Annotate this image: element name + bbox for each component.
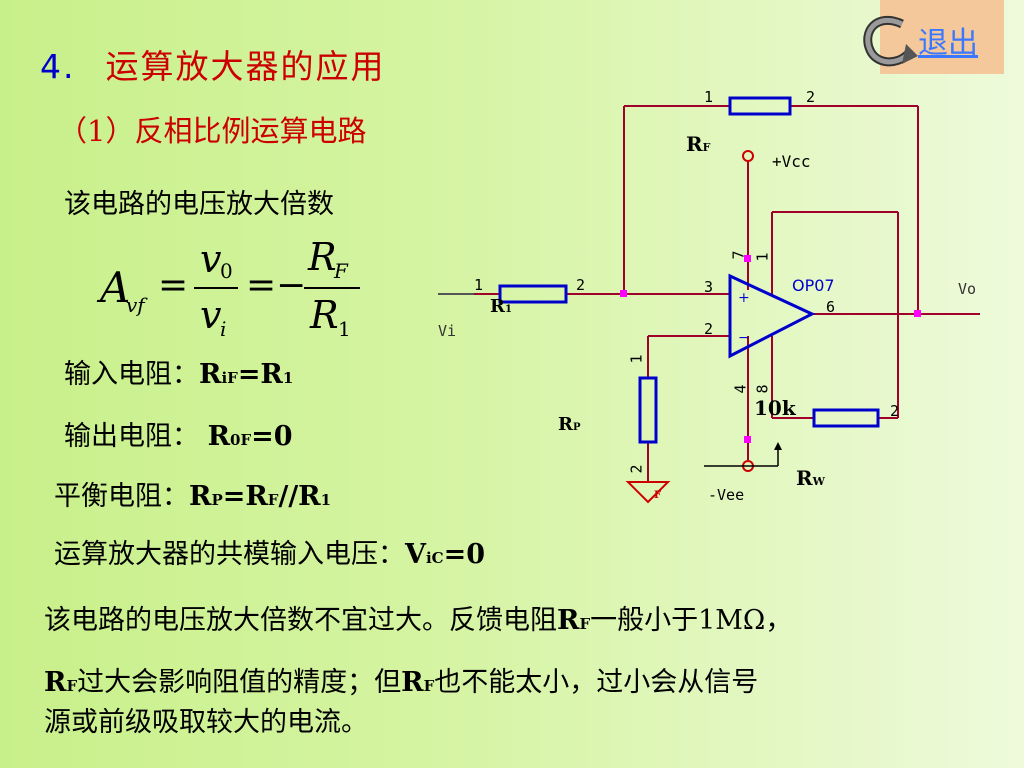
pin7-label: 7 <box>729 250 748 260</box>
section-number: 4. <box>40 47 76 86</box>
vee-label: -Vee <box>708 486 745 504</box>
page-title: 4. 运算放大器的应用 <box>40 40 386 88</box>
gnd-mark: F <box>654 490 662 501</box>
inverting-sign: − <box>738 330 750 346</box>
subtitle: （1）反相比例运算电路 <box>58 114 367 148</box>
exit-link[interactable]: 退出 <box>918 26 978 61</box>
rf-label: RF <box>686 132 711 156</box>
paragraph-line-3: 源或前级吸取较大的电流。 <box>44 707 368 738</box>
rw-label: RW <box>796 466 825 490</box>
r1-pin2-label: 2 <box>576 276 586 294</box>
paragraph-line-2: RF过大会影响阻值的精度；但RF也不能太小，过小会从信号 <box>44 667 759 698</box>
section-title: 运算放大器的应用 <box>105 47 386 86</box>
output-resistance: 输出电阻： R0F=0 <box>64 421 293 452</box>
pot-value-label: 10k <box>754 396 796 420</box>
vi-label: Vi <box>438 322 457 340</box>
opamp-name: OP07 <box>792 276 835 295</box>
paragraph-line-1: 该电路的电压放大倍数不宜过大。反馈电阻RF一般小于1MΩ， <box>44 605 793 636</box>
rp-label: RP <box>558 414 581 435</box>
rf-pin1-label: 1 <box>704 88 714 106</box>
vo-label: Vo <box>958 280 977 298</box>
pin3-label: 3 <box>704 278 714 296</box>
rp-pin2-label: 2 <box>627 464 646 474</box>
input-resistance: 输入电阻：RiF=R1 <box>64 359 294 390</box>
rf-pin2-label: 2 <box>806 88 816 106</box>
r1-pin1-label: 1 <box>474 276 484 294</box>
pin4-label: 4 <box>731 384 750 394</box>
noninverting-sign: + <box>738 290 750 306</box>
pin2-label: 2 <box>704 320 714 338</box>
rw-pin2-label: 2 <box>890 402 900 420</box>
pin8-label: 8 <box>753 384 772 394</box>
gain-formula: A vf = v 0 v i = − R F R 1 <box>100 235 380 345</box>
r1-label: R1 <box>490 296 512 317</box>
rp-pin1-label: 1 <box>627 354 646 364</box>
pin1-label: 1 <box>753 252 772 262</box>
return-arrow-icon[interactable] <box>858 10 920 72</box>
gain-label: 该电路的电压放大倍数 <box>64 189 334 220</box>
vcc-label: +Vcc <box>772 152 811 171</box>
common-mode-voltage: 运算放大器的共模输入电压：ViC=0 <box>54 539 486 570</box>
balance-resistance: 平衡电阻：RP=RF//R1 <box>54 481 332 512</box>
pin6-label: 6 <box>826 298 836 316</box>
